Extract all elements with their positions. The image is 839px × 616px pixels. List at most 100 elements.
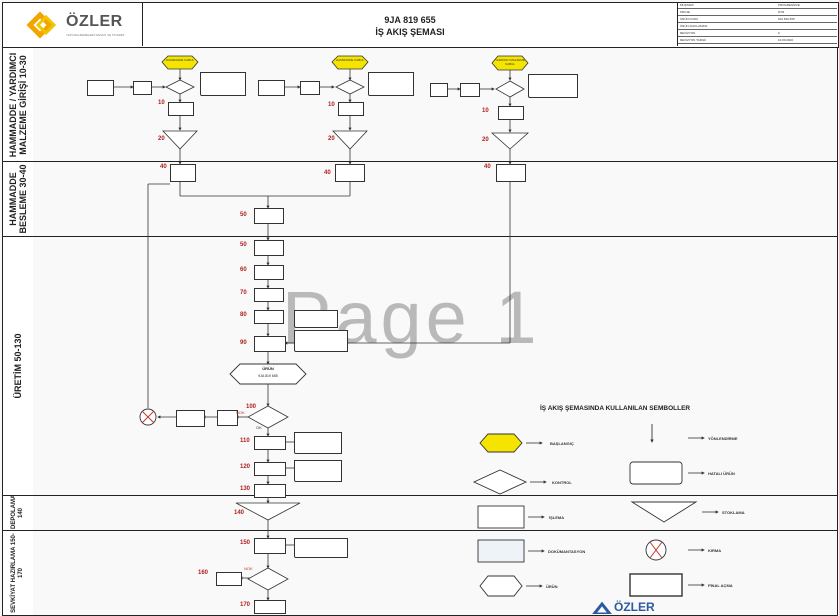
footer-logo-wordmark: ÖZLER [614,600,655,614]
scrap-circle-icon [139,408,157,426]
step-number: 120 [240,464,251,470]
legend-title: İŞ AKIŞ ŞEMASINDA KULLANILAN SEMBOLLER [540,405,691,412]
legend-faulty-symbol [629,461,683,485]
product-shape [229,363,307,385]
revision-row-label: REVİZYON TARİHİ [680,38,706,42]
footer-logo: ÖZLER [592,598,672,614]
step-number: 10 [158,100,165,106]
revision-row-label: PROJE [680,10,691,14]
document-code: 9JA 819 655 [384,15,436,25]
decision-2 [335,79,365,95]
process-box [254,462,286,476]
process-box [254,336,286,352]
lane-label-storage: DEPOLAMA 140 [2,495,34,531]
process-box [254,484,286,498]
step-number: 80 [240,312,247,318]
process-box [254,288,284,302]
process-box [254,208,284,224]
step-number: 20 [482,137,489,143]
footer-logo-mark-icon [592,601,612,614]
revision-table: MÜŞTERİ PROGRESSIVE PROJE DTR ÜRÜN KODU 9JA 8… [678,2,837,46]
revision-row-value: 9JA 819 655 [778,17,795,21]
document-box [294,310,338,328]
revision-row-label: ÜRÜN KODU [680,17,699,21]
decision-nok-label: NOK [236,410,245,415]
decision-3 [495,80,525,98]
process-box [430,83,448,97]
process-box [496,164,526,182]
process-box [258,80,285,96]
revision-row-value: PROGRESSIVE [778,3,800,7]
legend-label: ÜRÜN [546,584,558,589]
process-box [168,102,194,116]
step-number: 40 [324,170,331,176]
legend-label: İŞLEMA [549,515,565,520]
revision-row-label: MÜŞTERİ [680,3,694,7]
legend-label: STOKLAMA [722,510,745,515]
logo-mark-icon [26,11,57,39]
storage-triangle-2 [332,130,368,150]
legend-label: DOKÜMANTASYON [548,549,586,554]
legend-product-symbol [479,575,523,597]
step-number: 10 [328,102,335,108]
start-shape-1 [161,55,199,70]
decision-shipping [247,567,289,591]
process-box [170,164,196,182]
product-code: 9JA 819 655 [258,374,278,378]
legend-decision-symbol [472,469,528,495]
process-box [338,102,364,116]
process-box [217,410,238,426]
document-box [528,74,578,98]
revision-row: PROJE DTR [678,9,837,16]
storage-triangle-finished [235,502,301,521]
start-label-3: YARDIMCI MALZEME KABUL [495,58,525,66]
document-box [368,72,414,96]
lane-storage [33,495,838,531]
storage-triangle-3 [490,132,530,150]
step-number: 20 [158,136,165,142]
logo-wordmark: ÖZLER [66,13,123,30]
process-box [254,538,286,554]
process-box [216,572,242,586]
revision-row-label: REVİZYON [680,31,696,35]
legend-label: KIRMA [708,548,722,553]
step-number: 50 [240,212,247,218]
decision-quality [247,405,289,429]
shipping-nok-label: NOK [244,566,253,571]
process-box [87,80,114,96]
product-label: ÜRÜN [262,366,274,371]
header [2,2,839,48]
step-number: 70 [240,290,247,296]
document-box [294,538,348,558]
step-number: 170 [240,602,251,608]
step-number: 150 [240,540,251,546]
lane-production [33,236,838,496]
legend-label: FİNAL AÇMA [708,583,733,588]
legend-final-symbol [629,573,683,597]
revision-row: MÜŞTERİ PROGRESSIVE [678,2,837,9]
step-number: 40 [160,164,167,170]
document-box [294,432,342,454]
process-box [254,265,284,280]
legend-label: KONTROL [552,480,572,485]
process-box [254,240,284,256]
revision-row: ÜRÜN KODU 9JA 819 655 [678,16,837,23]
step-number: 60 [240,267,247,273]
process-box [498,106,524,120]
lane-shipping [33,530,838,616]
process-box [300,81,320,95]
revision-row-label: ÜRÜN AÇIKLAMASI [680,24,708,28]
process-box [254,600,286,614]
step-number: 110 [240,438,250,444]
legend-label: HATALI ÜRÜN [708,471,735,476]
legend-storage-symbol [630,501,698,523]
process-box [254,310,284,324]
step-number: 10 [482,108,489,114]
legend-document-symbol [477,539,525,563]
revision-row-value: 10.09.2020 [778,38,794,42]
revision-row-value: DTR [778,10,785,14]
step-number: 40 [484,164,491,170]
title-block: 9JA 819 655 İŞ AKIŞ ŞEMASI [143,2,678,46]
